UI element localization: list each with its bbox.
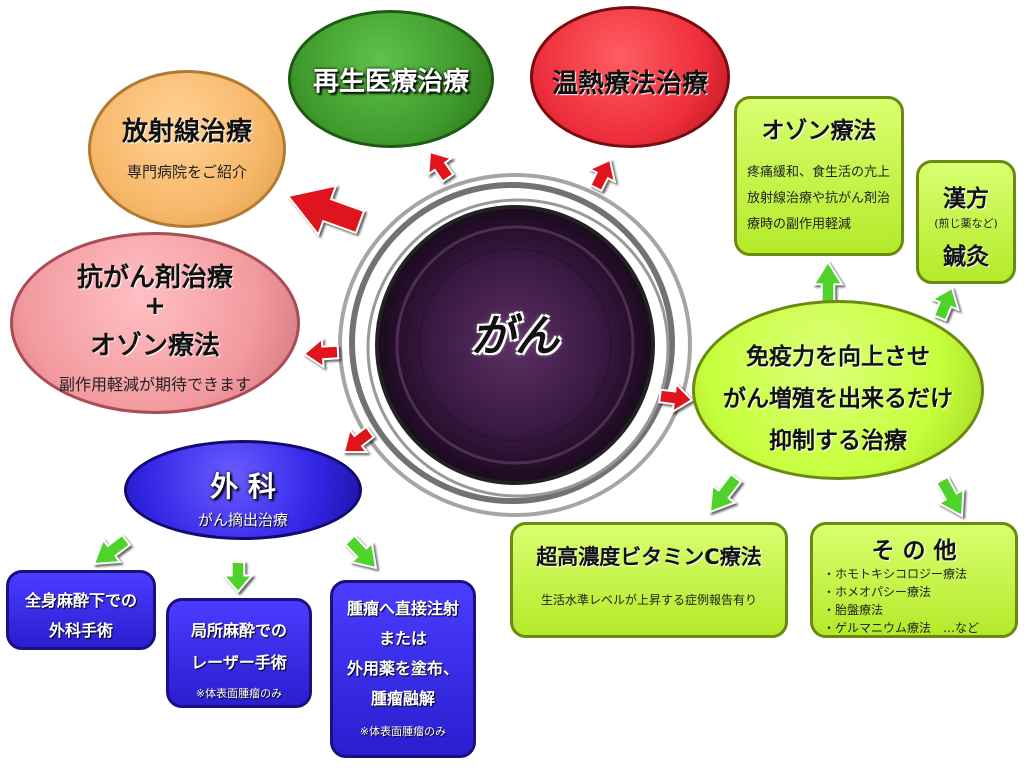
radiation-therapy-title: 放射線治療 [121, 117, 252, 147]
thermotherapy-title: 温熱療法治療 [551, 69, 708, 99]
kampo-node[interactable]: 漢方 (煎じ薬など) 鍼灸 [916, 160, 1016, 284]
arrow-to-general-anesthesia [92, 533, 132, 566]
ozone-therapy-node[interactable]: オゾン療法 疼痛緩和、食生活の亢上 放射線治療や抗がん剤治 療時の副作用軽減 [734, 96, 904, 256]
general-anesthesia-line2: 外科手術 [48, 621, 113, 640]
other-therapies-item: ・胎盤療法 [823, 603, 884, 617]
kampo-line1: 漢方 [943, 186, 989, 212]
ozone-therapy-title: オゾン療法 [761, 118, 877, 144]
immunity-node[interactable]: 免疫力を向上させ がん増殖を出来るだけ 抑制する治療 [692, 300, 984, 480]
immunity-line2: がん増殖を出来るだけ [723, 386, 953, 412]
other-therapies-item: ・ホメオパシー療法 [823, 585, 932, 599]
ozone-therapy-line1: 疼痛緩和、食生活の亢上 [747, 165, 891, 180]
cancer-circle [375, 205, 655, 485]
other-therapies-node[interactable]: そ の 他 ・ホモトキシコロジー療法 ・ホメオパシー療法 ・胎盤療法 ・ゲルマニ… [810, 522, 1018, 638]
ozone-therapy-line3: 療時の副作用軽減 [747, 217, 852, 232]
arrow-to-other [935, 475, 965, 518]
regenerative-medicine-title: 再生医療治療 [312, 67, 469, 97]
chemo-line2: + [144, 291, 166, 321]
local-laser-line2: レーザー手術 [191, 653, 287, 672]
arrow-to-thermo [587, 158, 617, 193]
general-anesthesia-node[interactable]: 全身麻酔下での 外科手術 [6, 570, 156, 650]
kampo-line2: (煎じ薬など) [934, 217, 998, 230]
injection-note: ※体表面腫瘤のみ [359, 725, 447, 738]
center-cancer-label: がん [471, 311, 559, 362]
other-therapies-item: ・ホモトキシコロジー療法 [823, 567, 968, 581]
arrow-to-radiation [286, 184, 366, 237]
immunity-line1: 免疫力を向上させ [746, 344, 930, 370]
arrow-to-kampo [930, 286, 960, 322]
injection-line2: または [378, 629, 427, 648]
vitamin-c-title: 超高濃度ビタミンC療法 [536, 545, 762, 569]
thermotherapy-node[interactable]: 温熱療法治療 [530, 6, 730, 148]
arrow-to-immunity [658, 381, 694, 414]
other-therapies-title: そ の 他 [871, 538, 957, 564]
injection-line1: 腫瘤へ直接注射 [346, 599, 459, 618]
surgery-node[interactable]: 外 科 がん摘出治療 [124, 440, 362, 540]
injection-line4: 腫瘤融解 [370, 689, 435, 708]
injection-line3: 外用薬を塗布、 [346, 659, 459, 678]
ozone-therapy-line2: 放射線治療や抗がん剤治 [747, 191, 891, 206]
arrow-to-surgery [342, 425, 376, 454]
surgery-title: 外 科 [210, 470, 276, 503]
vitamin-c-sub: 生活水準レベルが上昇する症例報告有り [540, 593, 757, 607]
arrow-to-injection [343, 534, 378, 570]
radiation-therapy-node[interactable]: 放射線治療 専門病院をご紹介 [88, 70, 286, 228]
cancer-swirl [338, 173, 692, 517]
chemo-ozone-node[interactable]: 抗がん剤治療 + オゾン療法 副作用軽減が期待できます [10, 232, 300, 414]
kampo-line3: 鍼灸 [943, 244, 989, 270]
regenerative-medicine-node[interactable]: 再生医療治療 [288, 10, 494, 148]
arrow-to-ozone [812, 260, 844, 305]
arrow-to-regenerative [427, 150, 455, 183]
arrow-to-local-laser [221, 561, 255, 594]
chemo-line1: 抗がん剤治療 [76, 263, 233, 293]
local-laser-node[interactable]: 局所麻酔での レーザー手術 ※体表面腫瘤のみ [166, 598, 312, 708]
local-laser-note: ※体表面腫瘤のみ [195, 687, 283, 700]
chemo-sub: 副作用軽減が期待できます [58, 375, 251, 394]
local-laser-line1: 局所麻酔での [190, 621, 287, 640]
injection-node[interactable]: 腫瘤へ直接注射 または 外用薬を塗布、 腫瘤融解 ※体表面腫瘤のみ [330, 580, 476, 758]
chemo-line3: オゾン療法 [89, 331, 220, 361]
surgery-sub: がん摘出治療 [197, 511, 288, 529]
vitamin-c-node[interactable]: 超高濃度ビタミンC療法 生活水準レベルが上昇する症例報告有り [510, 522, 788, 638]
other-therapies-item: ・ゲルマニウム療法 …など [823, 621, 980, 635]
arrow-to-vitamin-c [708, 472, 743, 514]
radiation-therapy-sub: 専門病院をご紹介 [126, 163, 247, 181]
immunity-line3: 抑制する治療 [769, 428, 907, 454]
general-anesthesia-line1: 全身麻酔下での [24, 591, 137, 610]
arrow-to-chemo [302, 336, 340, 369]
